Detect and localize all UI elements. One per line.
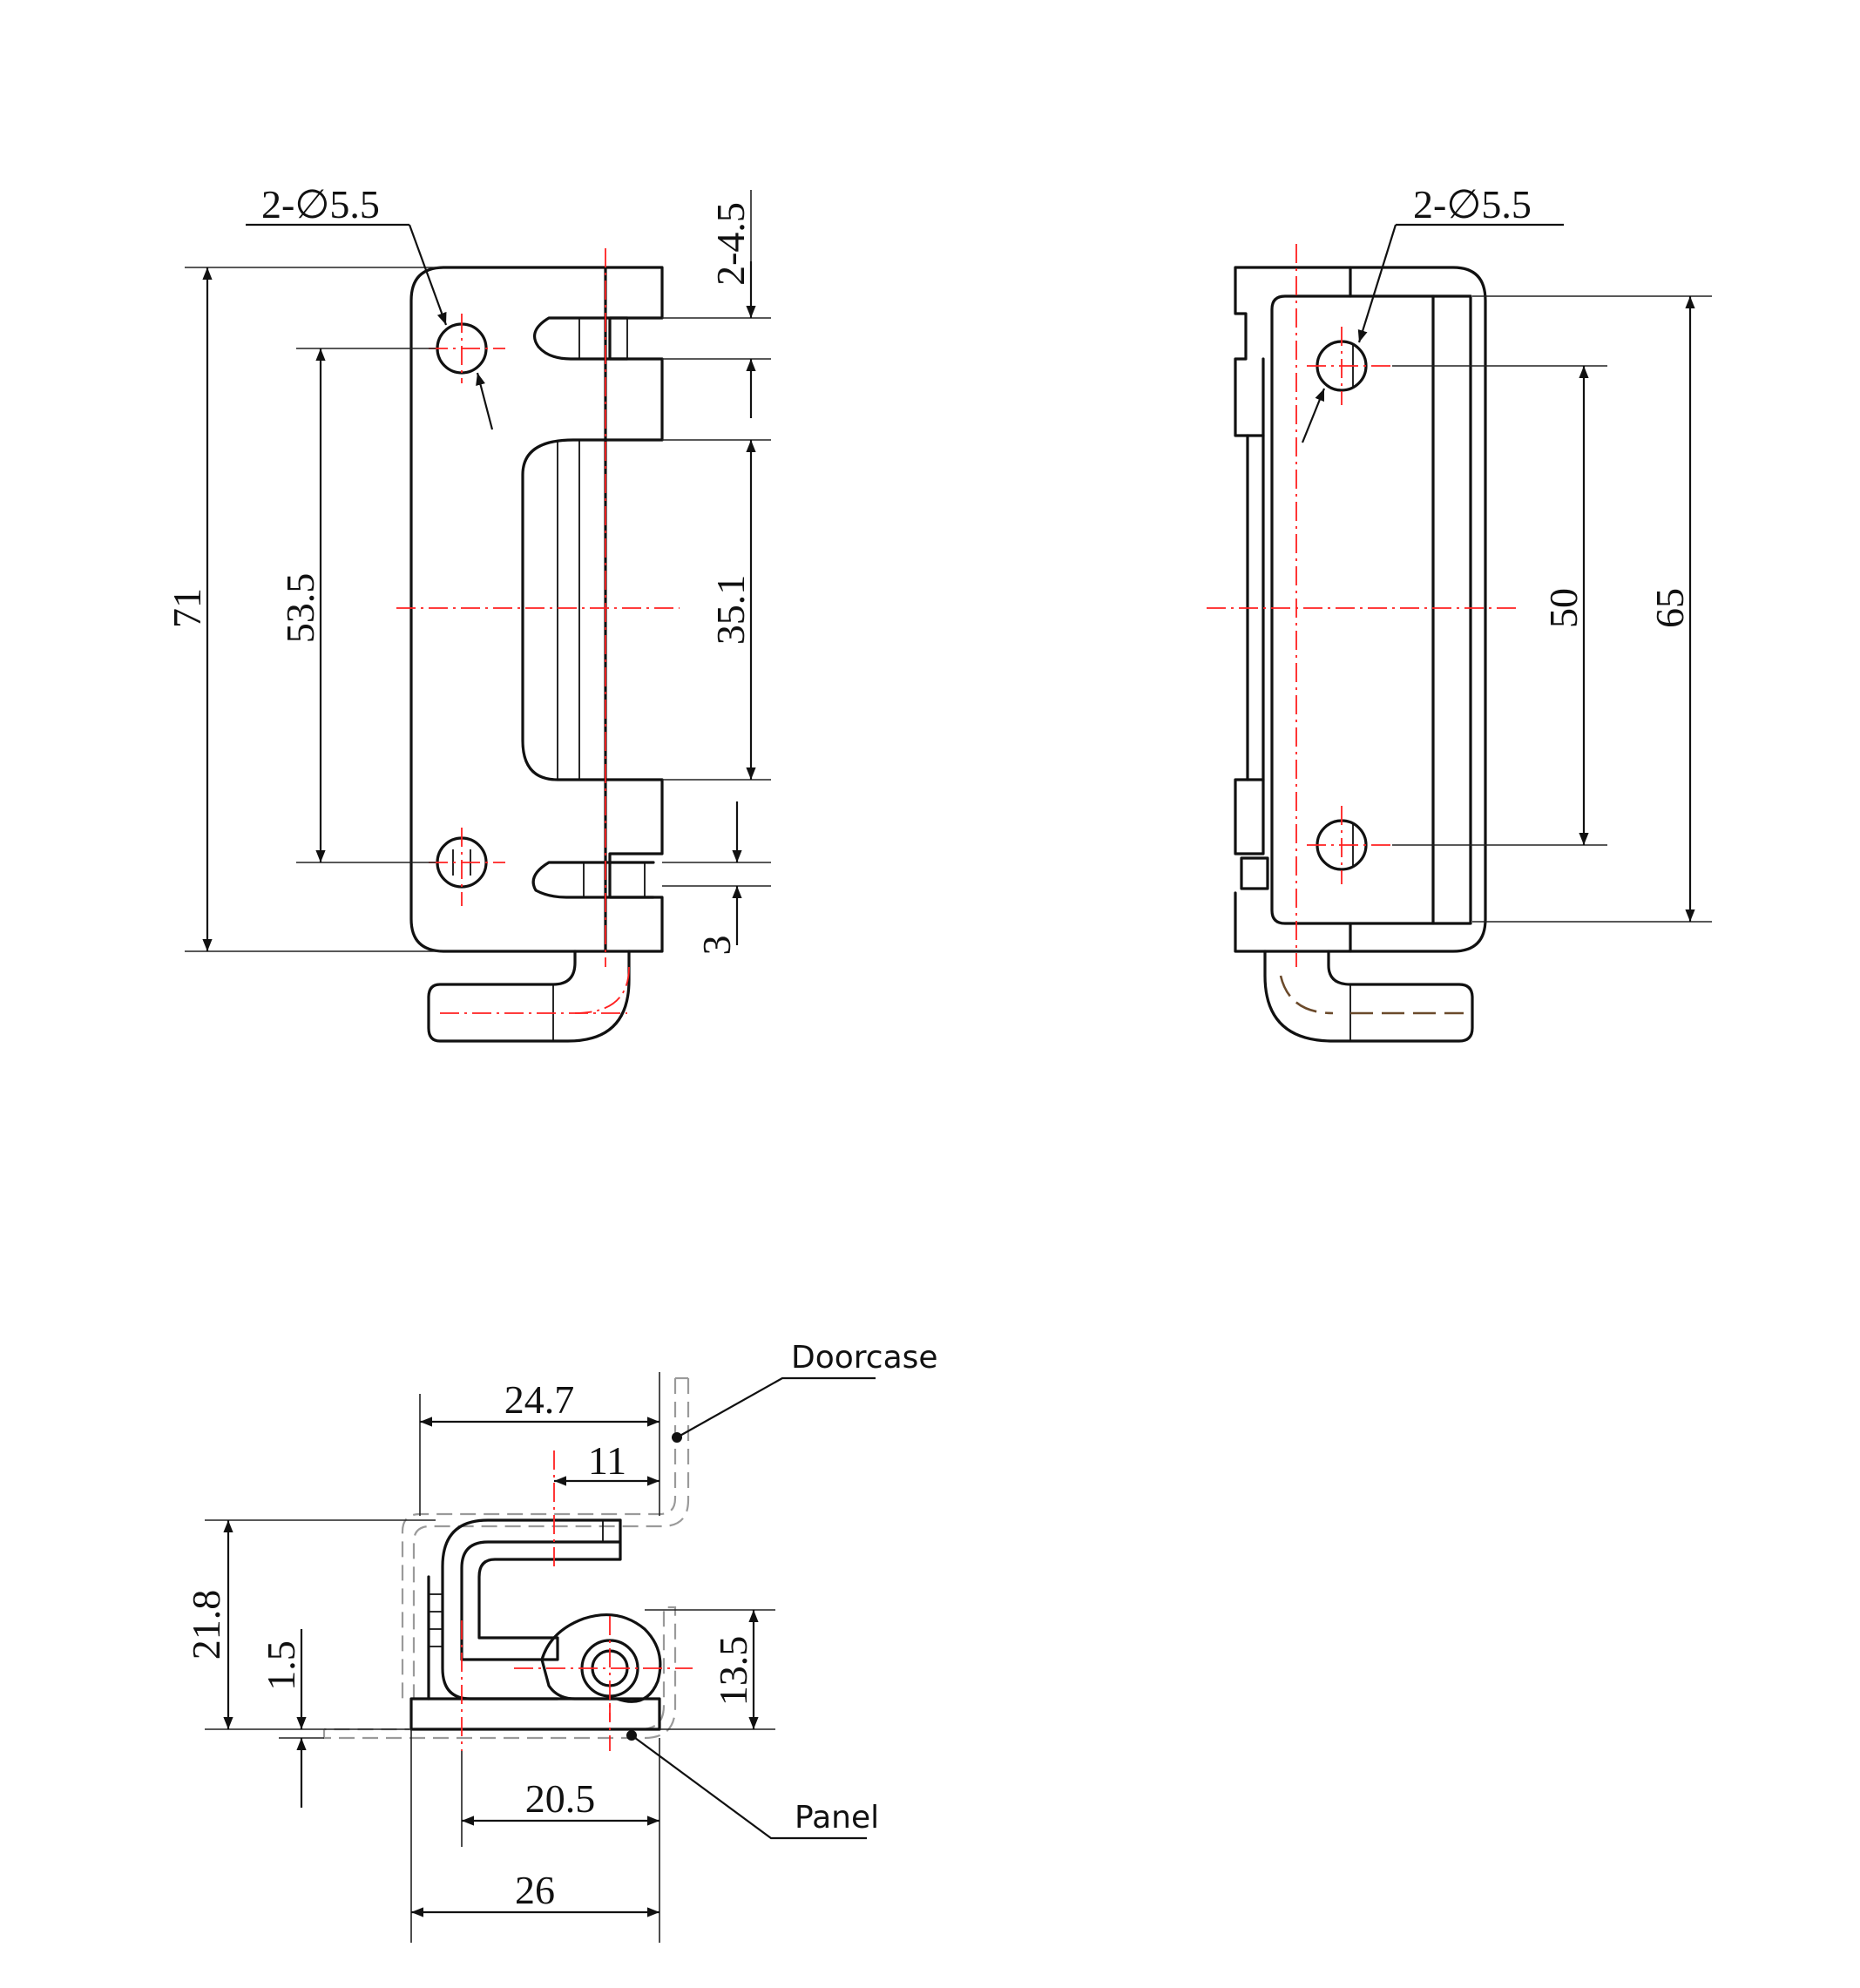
section-dimensions: 24.7 11 21.8 1.5 13.5 20.5 26 Doorcase P… [184, 1340, 938, 1943]
side-flange [1234, 266, 1352, 953]
front-view [396, 248, 680, 1043]
section-view [322, 1376, 693, 1751]
dim-pivot-to-edge: 20.5 [525, 1776, 596, 1821]
dim-slot-width: 2-4.5 [708, 202, 753, 286]
dim-overall-depth: 24.7 [504, 1377, 575, 1422]
doorcase-label: Doorcase [791, 1340, 938, 1376]
dim-plate-height: 65 [1647, 588, 1692, 628]
dim-hole-spacing: 53.5 [278, 573, 322, 644]
lower-slot [531, 861, 655, 899]
side-body-outer [1349, 266, 1487, 953]
upper-slot [532, 316, 629, 361]
dim-window-length: 35.1 [708, 575, 753, 646]
panel-label: Panel [795, 1800, 879, 1836]
dim-panel-gap: 1.5 [259, 1640, 303, 1691]
section-u-arm [460, 1518, 622, 1661]
side-view [1207, 244, 1516, 1043]
dim-base-width: 26 [515, 1868, 555, 1912]
section-base-plate [409, 1697, 661, 1731]
front-tail [427, 950, 631, 1043]
dim-hole-callout: 2-∅5.5 [261, 182, 380, 227]
front-dimensions: 71 53.5 35.1 2-4.5 3 2-∅5.5 [165, 182, 771, 956]
dim-side-hole-spacing: 50 [1541, 588, 1586, 628]
dim-section-height: 21.8 [184, 1590, 228, 1660]
doorcase-outline [401, 1378, 677, 1703]
dim-slot-gap: 3 [694, 936, 739, 956]
side-dimensions: 50 65 2-∅5.5 [1301, 182, 1712, 923]
dim-overall-height: 71 [165, 588, 209, 628]
dim-pivot-offset: 11 [588, 1438, 626, 1483]
side-tail [1263, 950, 1474, 1043]
dim-pivot-height: 13.5 [711, 1636, 755, 1707]
section-knuckle [540, 1613, 662, 1703]
dim-side-hole-callout: 2-∅5.5 [1413, 182, 1532, 227]
panel-outline [322, 1606, 677, 1740]
side-body-inner [1270, 294, 1472, 925]
